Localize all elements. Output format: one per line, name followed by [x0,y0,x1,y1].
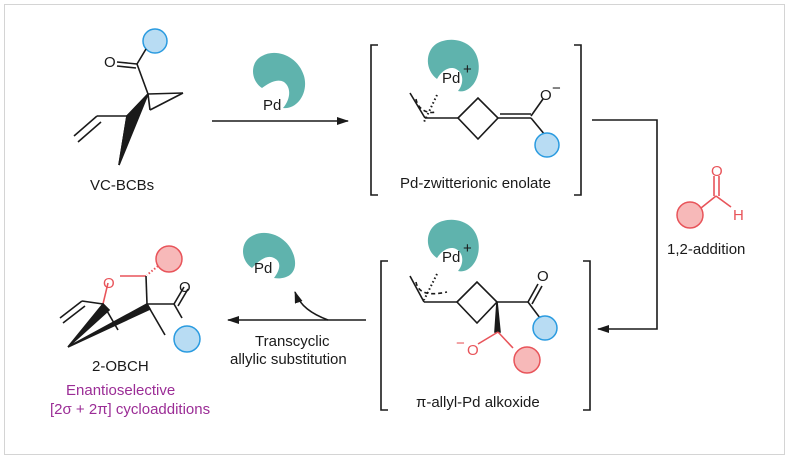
alkoxide-charge-minus: − [456,335,465,352]
pd-catalyst-icon [253,52,306,109]
carbonyl-oxygen-label: O [179,279,191,296]
aldehyde-hydrogen-label: H [733,207,744,224]
addition-label: 1,2-addition [667,241,745,258]
pd-charge-plus: + [463,240,472,257]
vc-bcb-structure [73,28,184,166]
enantioselective-label: Enantioselective [66,382,175,399]
ether-oxygen-label: O [103,275,115,292]
cycloaddition-label: [2σ + 2π] cycloadditions [50,401,210,418]
blue-substituent-icon [532,315,558,341]
pd-label: Pd [442,249,460,266]
vc-bcbs-label: VC-BCBs [90,177,154,194]
red-substituent-icon [676,201,704,229]
pi-allyl-pd-alkoxide-label: π-allyl-Pd alkoxide [416,394,540,411]
alkoxide-oxygen-label: O [467,342,479,359]
bracket-left-bottom [380,260,388,411]
scheme-panel [4,4,785,455]
pd-charge-plus: + [463,61,472,78]
blue-substituent-icon [142,28,168,54]
2-obch-label: 2-OBCH [92,358,149,375]
2-obch-structure [59,245,201,353]
connector-arrow-to-alkoxide [592,119,658,333]
pd-label: Pd [263,97,281,114]
carbonyl-oxygen-label: O [104,54,116,71]
pd-label: Pd [254,260,272,277]
bracket-right-bottom [583,260,591,411]
pd-zwitterionic-enolate-label: Pd-zwitterionic enolate [400,175,551,192]
pd-catalyst-released-icon [243,232,296,279]
blue-substituent-icon [534,132,560,158]
pd-release-arrow [294,291,329,321]
bracket-right-top [574,44,582,196]
bracket-left-top [370,44,378,196]
oxygen-charge-minus: − [552,80,561,97]
aldehyde-structure [676,176,732,229]
red-substituent-icon [155,245,183,273]
carbonyl-oxygen-label: O [537,268,549,285]
enolate-oxygen-label: O [540,87,552,104]
pd-label: Pd [442,70,460,87]
blue-substituent-icon [173,325,201,353]
aldehyde-oxygen-label: O [711,163,723,180]
transcyclic-label-line2: allylic substitution [230,351,347,368]
pd-enolate-structure [409,39,560,158]
red-substituent-icon [513,346,541,374]
pi-allyl-pd-alkoxide-structure [409,219,558,374]
transcyclic-label-line1: Transcyclic [255,333,330,350]
